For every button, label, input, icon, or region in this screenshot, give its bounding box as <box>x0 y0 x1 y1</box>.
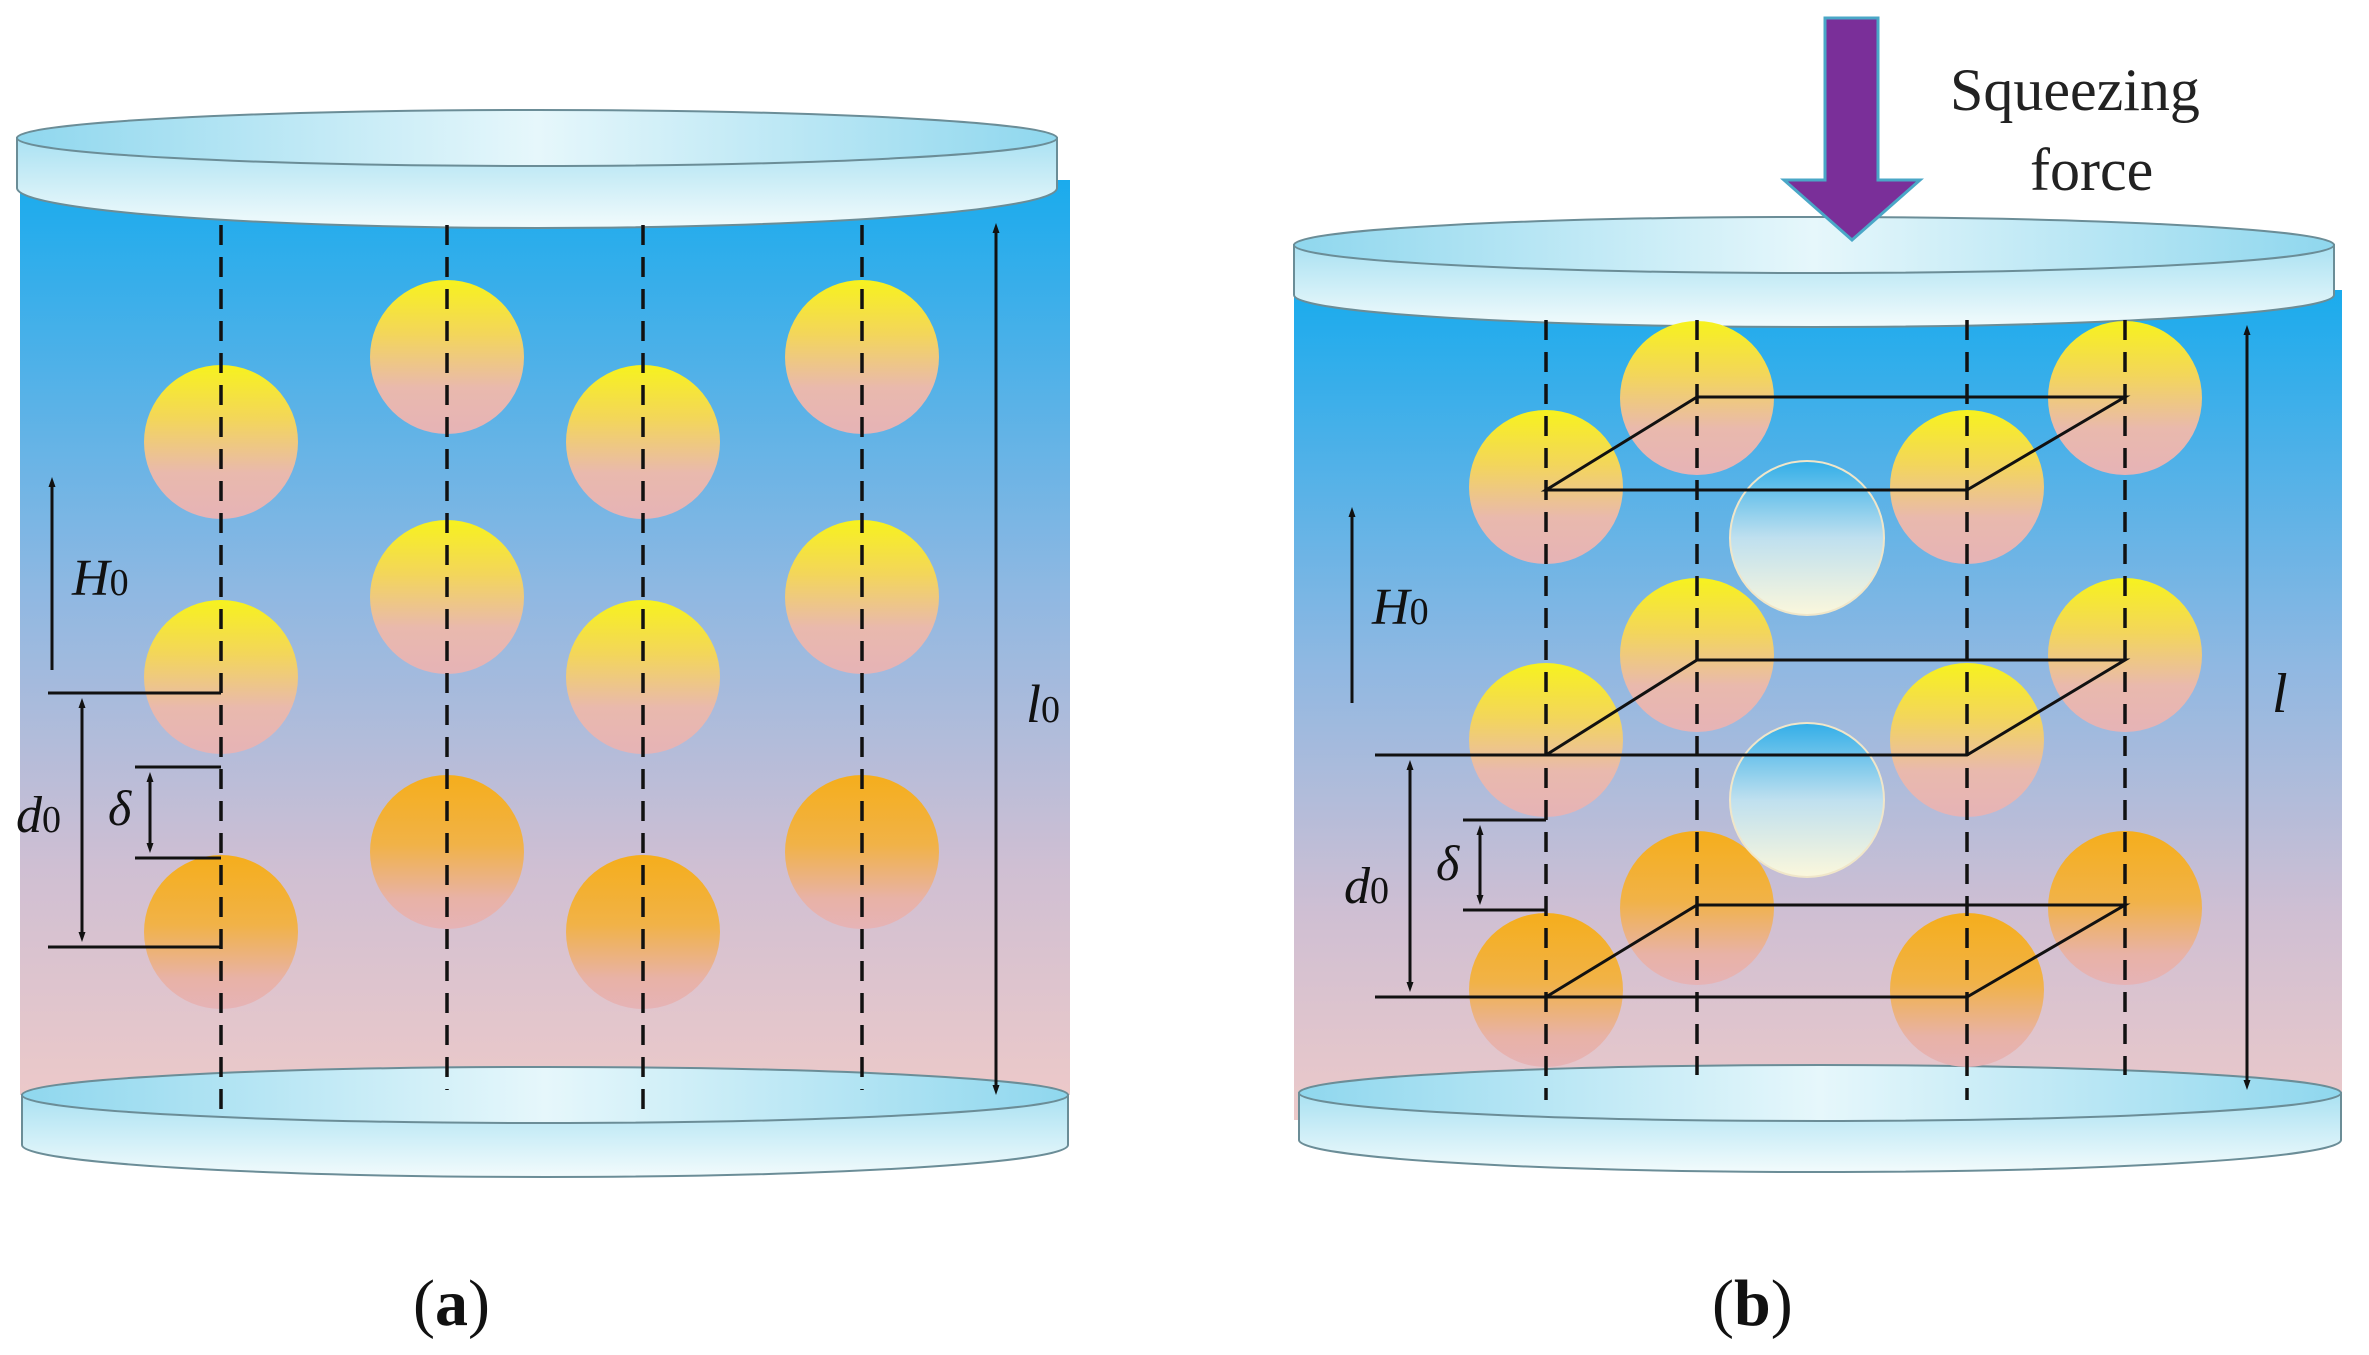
length-label-b: l <box>2272 663 2288 725</box>
bubble <box>1729 722 1885 878</box>
spacing-dimension-b <box>1375 753 1546 999</box>
lattice-structure-b <box>1540 395 2131 999</box>
gap-dimension-b <box>1463 818 1546 912</box>
gap-dimension-a <box>135 765 221 860</box>
top-plate-a <box>16 109 1058 229</box>
length-label-a: l0 <box>1026 674 1060 734</box>
force-label-line1: Squeezing <box>1950 57 2200 123</box>
bottom-plate-a <box>21 1066 1069 1178</box>
bottom-plate-b <box>1298 1064 2342 1174</box>
bubble <box>1729 460 1885 616</box>
particle <box>1890 913 2044 1067</box>
field-label-a: H0 <box>71 550 129 607</box>
particle <box>566 365 720 519</box>
spacing-label-a: d0 <box>16 787 61 844</box>
particle <box>1469 913 1623 1067</box>
force-label-line2: force <box>2030 137 2153 203</box>
bubbles-b <box>1729 460 1885 878</box>
gap-label-b: δ <box>1436 835 1460 891</box>
panel-a: H0 d0 δ l0 (a) <box>16 109 1070 1340</box>
top-plate-b <box>1293 216 2335 328</box>
squeezing-force-arrow <box>1780 16 1924 243</box>
spacing-dimension-a <box>48 691 221 949</box>
gap-label-a: δ <box>108 780 132 836</box>
chain-lines-b <box>1544 320 2127 1100</box>
particle <box>144 365 298 519</box>
field-label-b: H0 <box>1371 579 1429 636</box>
spacing-label-b: d0 <box>1344 858 1389 915</box>
particles-a <box>144 280 939 1009</box>
panel-b: Squeezing force <box>1293 16 2342 1340</box>
chain-lines-a <box>219 225 864 1110</box>
caption-a: (a) <box>413 1267 490 1340</box>
caption-b: (b) <box>1712 1267 1793 1340</box>
